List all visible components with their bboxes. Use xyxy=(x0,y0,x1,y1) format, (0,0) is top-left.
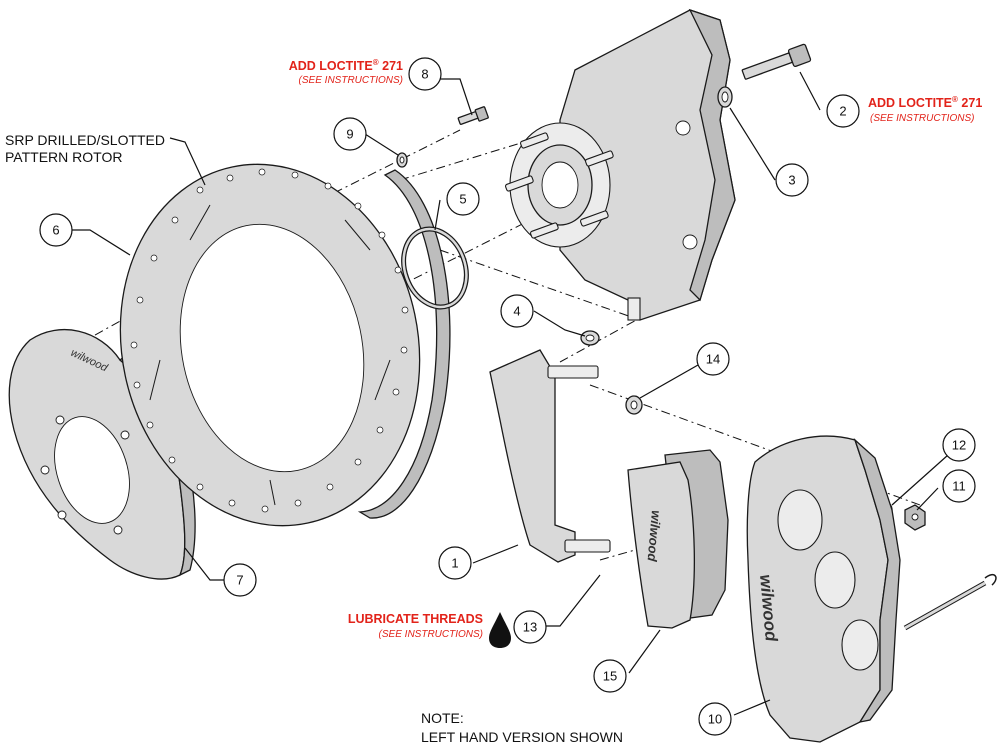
svg-text:7: 7 xyxy=(236,573,243,588)
washer-14 xyxy=(625,395,643,415)
washer-9 xyxy=(396,152,408,168)
svg-text:14: 14 xyxy=(706,352,720,367)
callout-5: 5 xyxy=(446,182,480,216)
lubricate-note: LUBRICATE THREADS (SEE INSTRUCTIONS) xyxy=(348,612,483,640)
hub-spindle-assembly xyxy=(505,8,736,321)
svg-text:PATTERN ROTOR: PATTERN ROTOR xyxy=(5,149,122,165)
svg-text:LEFT HAND VERSION SHOWN: LEFT HAND VERSION SHOWN xyxy=(421,729,623,745)
svg-text:1: 1 xyxy=(451,556,458,571)
callout-9: 9 xyxy=(333,117,367,151)
callout-15: 15 xyxy=(593,659,627,693)
footer-note: NOTE: LEFT HAND VERSION SHOWN xyxy=(421,710,623,745)
svg-text:(SEE INSTRUCTIONS): (SEE INSTRUCTIONS) xyxy=(379,629,483,640)
callout-1: 1 xyxy=(438,546,472,580)
washer-3 xyxy=(717,86,733,108)
caliper-bracket xyxy=(489,349,611,563)
nut-11 xyxy=(904,504,926,531)
o-ring xyxy=(401,226,469,310)
svg-text:ADD LOCTITE® 271: ADD LOCTITE® 271 xyxy=(289,58,403,73)
svg-text:(SEE INSTRUCTIONS): (SEE INSTRUCTIONS) xyxy=(870,113,974,124)
callout-11: 11 xyxy=(942,469,976,503)
rotor-slots xyxy=(149,204,391,506)
callout-4: 4 xyxy=(500,294,534,328)
svg-text:8: 8 xyxy=(421,67,428,82)
callout-8: 8 xyxy=(408,57,442,91)
svg-text:ADD LOCTITE® 271: ADD LOCTITE® 271 xyxy=(868,95,982,110)
svg-text:5: 5 xyxy=(459,192,466,207)
washer-4 xyxy=(580,330,600,346)
svg-text:6: 6 xyxy=(52,223,59,238)
svg-text:3: 3 xyxy=(788,173,795,188)
leader-lines xyxy=(72,71,949,716)
svg-text:10: 10 xyxy=(708,712,722,727)
bolt-2 xyxy=(741,43,812,80)
wheel-studs xyxy=(505,132,614,239)
rotor-label: SRP DRILLED/SLOTTED PATTERN ROTOR xyxy=(5,132,165,165)
svg-text:9: 9 xyxy=(346,127,353,142)
callout-12: 12 xyxy=(942,428,976,462)
brake-pads: wilwood xyxy=(627,449,729,629)
svg-text:13: 13 xyxy=(523,620,537,635)
callout-6: 6 xyxy=(39,213,73,247)
callout-2: 2 xyxy=(826,94,860,128)
callout-14: 14 xyxy=(696,342,730,376)
loctite-note-right: ADD LOCTITE® 271 (SEE INSTRUCTIONS) xyxy=(868,95,982,124)
callout-7: 7 xyxy=(223,563,257,597)
rotor-drill-holes xyxy=(130,168,409,513)
svg-text:4: 4 xyxy=(513,304,520,319)
svg-text:NOTE:: NOTE: xyxy=(421,710,464,726)
callout-3: 3 xyxy=(775,163,809,197)
svg-text:2: 2 xyxy=(839,104,846,119)
caliper: wilwood xyxy=(746,435,901,743)
callout-13: 13 xyxy=(513,610,547,644)
bolt-8 xyxy=(457,106,489,125)
svg-text:SRP DRILLED/SLOTTED: SRP DRILLED/SLOTTED xyxy=(5,132,165,148)
oil-drop-icon xyxy=(489,612,511,648)
drilled-slotted-rotor xyxy=(119,163,451,527)
pad-retaining-pin xyxy=(903,573,997,631)
svg-text:15: 15 xyxy=(603,669,617,684)
svg-text:LUBRICATE THREADS: LUBRICATE THREADS xyxy=(348,612,483,626)
pad-logo: wilwood xyxy=(644,510,664,563)
svg-text:12: 12 xyxy=(952,438,966,453)
callout-10: 10 xyxy=(698,702,732,736)
svg-text:11: 11 xyxy=(952,479,966,494)
loctite-note-top: ADD LOCTITE® 271 (SEE INSTRUCTIONS) xyxy=(289,58,403,86)
svg-text:(SEE INSTRUCTIONS): (SEE INSTRUCTIONS) xyxy=(299,75,403,86)
